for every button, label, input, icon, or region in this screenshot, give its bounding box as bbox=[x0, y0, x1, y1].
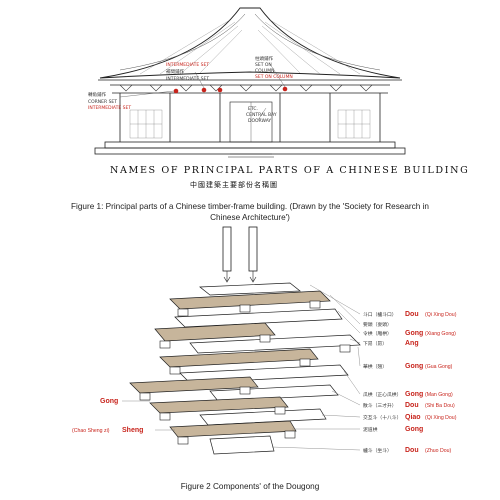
figure2-right-labels: 斗口（櫨斗口）Dou(Qi Xing Dou)要頭（耍頭）令栱（厢栱）Gong(… bbox=[363, 311, 457, 454]
label-set-on-column-1: SET ON bbox=[255, 62, 272, 68]
dougong-label-term: Gong bbox=[405, 330, 423, 337]
dougong-label-cn: 斗口（櫨斗口） bbox=[363, 311, 397, 318]
dougong-label-cn: 下昂（昂） bbox=[363, 341, 387, 347]
dougong-label-cn: 櫨斗（坐斗） bbox=[363, 447, 392, 454]
label-center-2: CENTRAL BAY bbox=[246, 112, 277, 118]
label-cn-top: 補間鋪作 bbox=[166, 68, 184, 75]
label-intermediate-set-left: INTERMEDIATE SET bbox=[88, 105, 131, 111]
label-corner-cn: 轉角鋪作 bbox=[88, 91, 106, 98]
label-set-on-column-2: COLUMN bbox=[255, 68, 275, 74]
dougong-label-cn: 要頭（耍頭） bbox=[363, 322, 392, 328]
dougong-label-cn: 交互斗（十八斗） bbox=[363, 414, 401, 421]
label-column-cn: 柱頭鋪作 bbox=[255, 55, 273, 62]
dougong-label-alt: (Qi Xing Dou) bbox=[425, 312, 457, 318]
dougong-label-cn: 散斗（三才升） bbox=[363, 402, 397, 409]
dougong-label-alt: (Xiang Gong) bbox=[425, 331, 456, 337]
label-center-1: ETC. bbox=[248, 106, 258, 112]
figure1-caption: Figure 1: Principal parts of a Chinese t… bbox=[71, 202, 429, 222]
label-set-on-column-red: SET ON COLUMN bbox=[255, 74, 293, 80]
dougong-label-term: Gong bbox=[405, 363, 423, 370]
figure1-drawing: INTERMEDIATE SET 補間鋪作 INTERMEDIATE SET 柱… bbox=[88, 7, 406, 158]
dougong-left-alt: (Chao Sheng zi) bbox=[72, 428, 110, 434]
figure2-left-labels: Gong (Chao Sheng zi) Sheng bbox=[72, 398, 143, 434]
dougong-label-cn: 瓜栱（正心瓜栱） bbox=[363, 391, 401, 398]
figure2-caption: Figure 2 Components' of the Dougong bbox=[180, 482, 320, 491]
dougong-label-7: 交互斗（十八斗） Qiao (Qi Xing Dou) bbox=[363, 414, 457, 421]
label-center-3: DOORWAY bbox=[248, 118, 271, 124]
dougong-label-2: 令栱（厢栱） Gong(Xiang Gong) bbox=[363, 330, 456, 337]
dougong-label-8: 泥道栱 Gong bbox=[363, 426, 423, 433]
dougong-label-alt: (Gua Gong) bbox=[425, 364, 453, 370]
dougong-left-label-0: Gong bbox=[100, 398, 118, 405]
label-corner-set: CORNER SET bbox=[88, 99, 117, 105]
dougong-label-term: Dou bbox=[405, 447, 419, 454]
dougong-label-0: 斗口（櫨斗口） Dou (Qi Xing Dou) bbox=[363, 311, 457, 318]
dougong-label-cn: 令栱（厢栱） bbox=[363, 330, 392, 337]
dougong-label-term: Dou bbox=[405, 311, 419, 318]
dougong-label-cn: 華栱（翘） bbox=[363, 363, 387, 370]
dougong-label-cn: 泥道栱 bbox=[363, 426, 378, 433]
dougong-label-term: Qiao bbox=[405, 414, 421, 421]
dougong-label-3: 下昂（昂） Ang bbox=[363, 340, 419, 347]
dougong-label-term: Ang bbox=[405, 340, 419, 347]
figure2-drawing: 斗口（櫨斗口）Dou(Qi Xing Dou)要頭（耍頭）令栱（厢栱）Gong(… bbox=[72, 226, 457, 455]
dougong-left-label-1: (Chao Sheng zi) Sheng bbox=[72, 427, 143, 434]
dougong-label-alt: (Qi Xing Dou) bbox=[425, 415, 457, 421]
figure1-title-cn: 中國建築主要部份名稱圖 bbox=[190, 181, 278, 189]
figure1-title: NAMES OF PRINCIPAL PARTS OF A CHINESE BU… bbox=[110, 165, 470, 176]
dougong-label-term: Dou bbox=[405, 402, 419, 409]
dougong-label-alt: (Zhuo Dou) bbox=[425, 448, 452, 454]
label-intermediate-set-top: INTERMEDIATE SET bbox=[166, 62, 209, 68]
dougong-left-term: Sheng bbox=[122, 427, 143, 434]
dougong-label-4: 華栱（翘） Gong(Gua Gong) bbox=[363, 363, 453, 370]
dougong-left-term: Gong bbox=[100, 398, 118, 405]
dougong-label-alt: (Man Gong) bbox=[425, 392, 453, 398]
label-intermediate-set-mid: INTERMEDIATE SET bbox=[166, 76, 209, 82]
dougong-label-6: 散斗（三才升） Dou (Shi Ba Dou) bbox=[363, 402, 455, 409]
dougong-label-term: Gong bbox=[405, 426, 423, 433]
dougong-label-term: Gong bbox=[405, 391, 423, 398]
dougong-label-1: 要頭（耍頭） bbox=[363, 322, 392, 328]
dougong-label-alt: (Shi Ba Dou) bbox=[425, 403, 455, 409]
dougong-label-5: 瓜栱（正心瓜栱） Gong(Man Gong) bbox=[363, 391, 453, 398]
dougong-label-9: 櫨斗（坐斗） Dou (Zhuo Dou) bbox=[363, 447, 452, 454]
